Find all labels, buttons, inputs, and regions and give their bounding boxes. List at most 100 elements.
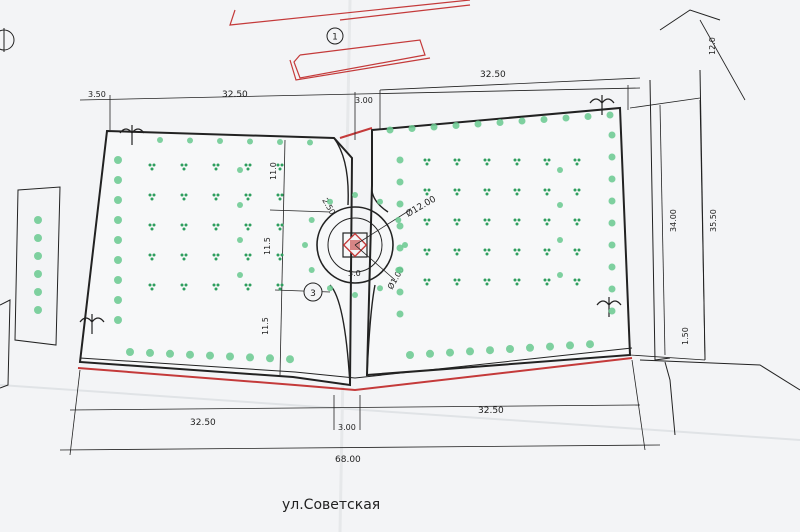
tree-icon [396, 200, 404, 208]
shrub-group-icon [573, 278, 581, 286]
shrub-group-icon [276, 253, 284, 261]
tree-icon [166, 349, 174, 358]
shrub-group-icon [180, 253, 188, 261]
dim-bottom-center-gap: 3.00 [338, 423, 356, 432]
tree-icon [34, 306, 42, 314]
shrub-group-icon [212, 193, 220, 201]
tree-icon [186, 350, 194, 359]
south-sidewalk [79, 347, 633, 379]
tree-icon [34, 252, 42, 260]
tree-icon [430, 123, 438, 131]
north-arrow-icon [0, 28, 15, 52]
dim-top-left-width: 32.50 [222, 90, 248, 100]
shrub-group-icon [483, 188, 491, 196]
shrub-group-icon [148, 193, 156, 201]
shrub-group-icon [244, 283, 252, 291]
tree-icon [34, 288, 42, 296]
shrub-group-icon [453, 188, 461, 196]
lamp-icon [79, 95, 622, 334]
tree-icon [608, 219, 616, 227]
shrub-group-icon [543, 158, 551, 166]
tree-icon [466, 347, 474, 356]
dim-top-center-gap: 3.00 [355, 96, 373, 105]
plaza-path-curves [329, 137, 389, 386]
tree-icon [396, 222, 404, 230]
tree-icon [308, 217, 315, 223]
tree-icon [584, 113, 592, 120]
tree-icon [327, 198, 333, 205]
shrub-group-icon [180, 283, 188, 291]
tree-icon [396, 178, 404, 186]
shrub-group-icon [573, 248, 581, 256]
tree-icon [402, 242, 408, 248]
shrub-group-icon [513, 248, 521, 256]
shrub-group-icon [513, 278, 521, 286]
shrub-group-icon [453, 248, 461, 256]
park-lot-right [365, 106, 632, 377]
shrub-group-icon [180, 223, 188, 231]
tree-icon [217, 138, 223, 144]
tree-icon [114, 176, 122, 184]
tree-icon [608, 307, 616, 315]
tree-icon [377, 285, 383, 292]
tree-icon [157, 137, 163, 143]
tree-icon [237, 202, 243, 208]
tree-icon [446, 348, 454, 357]
shrub-group-icon [513, 188, 521, 196]
tree-icon [352, 192, 358, 198]
tree-icon [396, 156, 404, 164]
shrub-group-icon [180, 193, 188, 201]
tree-icon [395, 267, 402, 273]
tree-icon [246, 353, 254, 362]
building-number: 1 [332, 33, 338, 43]
tree-icon [586, 340, 594, 349]
tree-icon [608, 241, 616, 249]
tree-icon [546, 342, 554, 351]
tree-icon [518, 117, 526, 125]
tree-icon [396, 310, 404, 318]
tree-icon [557, 272, 563, 278]
tree-icon [114, 196, 122, 204]
shrub-group-icon [543, 188, 551, 196]
dim-center-v-bottom: 11.5 [261, 317, 270, 335]
tree-icon [114, 216, 122, 224]
tree-icon [327, 285, 333, 292]
tree-icon [226, 352, 234, 361]
dim-right-height-inner: 34.00 [669, 209, 678, 232]
tree-icon [608, 263, 616, 271]
tree-icon [307, 139, 313, 146]
shrub-group-icon [148, 223, 156, 231]
shrub-group-icon [573, 218, 581, 226]
shrub-group-icon [276, 163, 284, 171]
tree-icon [126, 348, 134, 356]
tree-icon [302, 242, 308, 248]
tree-icon [266, 354, 274, 363]
shrub-group-icon [423, 248, 431, 256]
tree-icon [540, 116, 548, 123]
shrub-group-icon [453, 218, 461, 226]
dim-circle-small: 3.0 [348, 269, 361, 278]
tree-icon [566, 341, 574, 350]
tree-icon [608, 153, 616, 161]
tree-icon [34, 216, 42, 224]
dim-right-offset-top: 12.0 [708, 37, 717, 55]
shrub-group-icon [244, 193, 252, 201]
tree-icon [34, 270, 42, 278]
tree-icon [114, 236, 122, 244]
shrub-group-icon [483, 218, 491, 226]
tree-icon [146, 348, 154, 357]
shrub-group-icon [423, 188, 431, 196]
tree-icon [526, 343, 534, 352]
marker-number: 3 [310, 289, 316, 299]
tree-icon [486, 346, 494, 355]
shrub-group-icon [423, 158, 431, 166]
dim-center-v-top: 11.0 [269, 162, 278, 180]
shrub-group-icon [513, 158, 521, 166]
tree-icon [562, 114, 570, 122]
tree-icon [286, 355, 294, 364]
tree-icon [237, 167, 243, 173]
shrub-group-icon [453, 278, 461, 286]
shrub-group-icon [244, 163, 252, 171]
shrub-group-icon [573, 158, 581, 166]
shrub-group-icon [453, 158, 461, 166]
